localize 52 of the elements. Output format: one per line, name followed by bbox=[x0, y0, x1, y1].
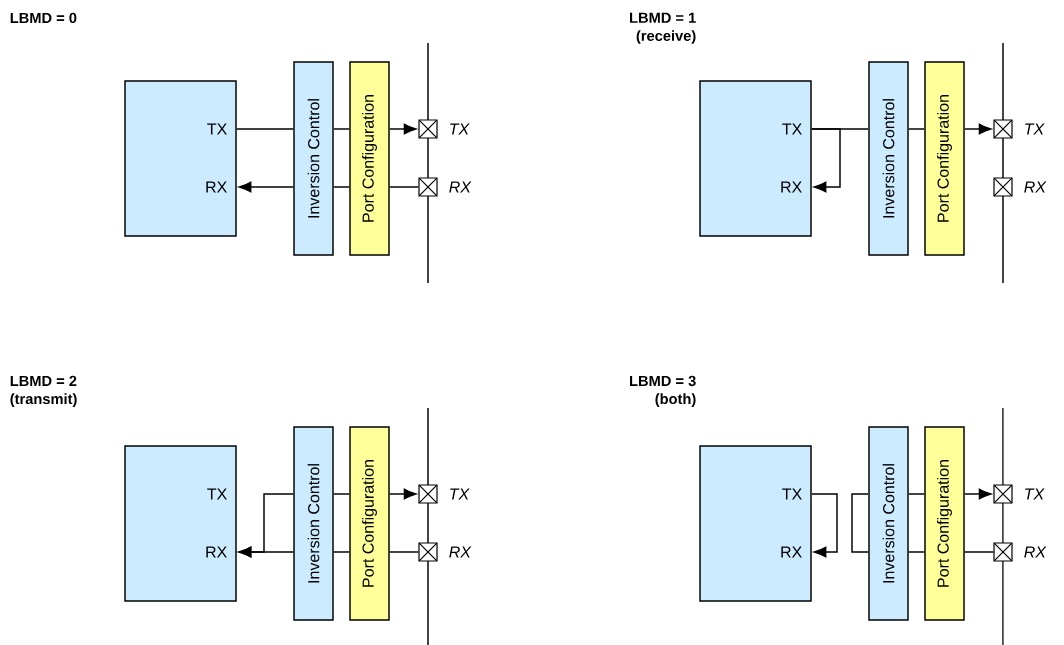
pin-symbol bbox=[993, 177, 1013, 197]
block-box: TX RX bbox=[124, 445, 237, 602]
connector bbox=[333, 128, 350, 130]
block-box: TX RX bbox=[699, 80, 812, 237]
pin-label: TX bbox=[450, 123, 470, 135]
pin-symbol bbox=[418, 484, 438, 504]
mode-label: LBMD = 0 bbox=[10, 12, 77, 24]
mode-label: LBMD = 2 (transmit) bbox=[10, 375, 77, 407]
inversion-control-box: Inversion Control bbox=[868, 61, 909, 256]
pin-symbol bbox=[418, 119, 438, 139]
block-box: TX RX bbox=[699, 445, 812, 602]
connector bbox=[389, 123, 417, 135]
connector bbox=[908, 551, 925, 553]
connector bbox=[964, 488, 992, 500]
mode-label: LBMD = 3 (both) bbox=[630, 375, 696, 407]
pin-symbol bbox=[993, 542, 1013, 562]
connector bbox=[811, 493, 838, 558]
pin-label: TX bbox=[450, 488, 470, 500]
connector bbox=[333, 493, 350, 495]
connector bbox=[389, 488, 417, 500]
pin-label: RX bbox=[1024, 546, 1047, 558]
inversion-control-box: Inversion Control bbox=[293, 426, 334, 621]
pin-symbol bbox=[418, 177, 438, 197]
connector bbox=[238, 546, 294, 558]
pin-label: RX bbox=[449, 546, 472, 558]
connector bbox=[333, 186, 350, 188]
mode-label: LBMD = 1 (receive) bbox=[630, 12, 696, 44]
connector bbox=[908, 128, 925, 130]
connector bbox=[389, 551, 420, 553]
connector bbox=[238, 181, 294, 193]
connector bbox=[851, 493, 869, 553]
port-configuration-box: Port Configuration bbox=[349, 426, 390, 621]
block-box: TX RX bbox=[124, 80, 237, 237]
pin-label: TX bbox=[1025, 123, 1045, 135]
connector bbox=[333, 551, 350, 553]
connector bbox=[811, 128, 841, 193]
connector bbox=[908, 493, 925, 495]
inversion-control-box: Inversion Control bbox=[293, 61, 334, 256]
port-configuration-box: Port Configuration bbox=[924, 61, 965, 256]
connector bbox=[389, 186, 420, 188]
port-configuration-box: Port Configuration bbox=[924, 426, 965, 621]
pin-label: TX bbox=[1025, 488, 1045, 500]
inversion-control-box: Inversion Control bbox=[868, 426, 909, 621]
pin-symbol bbox=[418, 542, 438, 562]
connector bbox=[964, 123, 992, 135]
port-configuration-box: Port Configuration bbox=[349, 61, 390, 256]
connector bbox=[236, 128, 294, 130]
pin-symbol bbox=[993, 119, 1013, 139]
pin-label: RX bbox=[449, 181, 472, 193]
pin-label: RX bbox=[1024, 181, 1047, 193]
connector bbox=[964, 551, 995, 553]
pin-symbol bbox=[993, 484, 1013, 504]
